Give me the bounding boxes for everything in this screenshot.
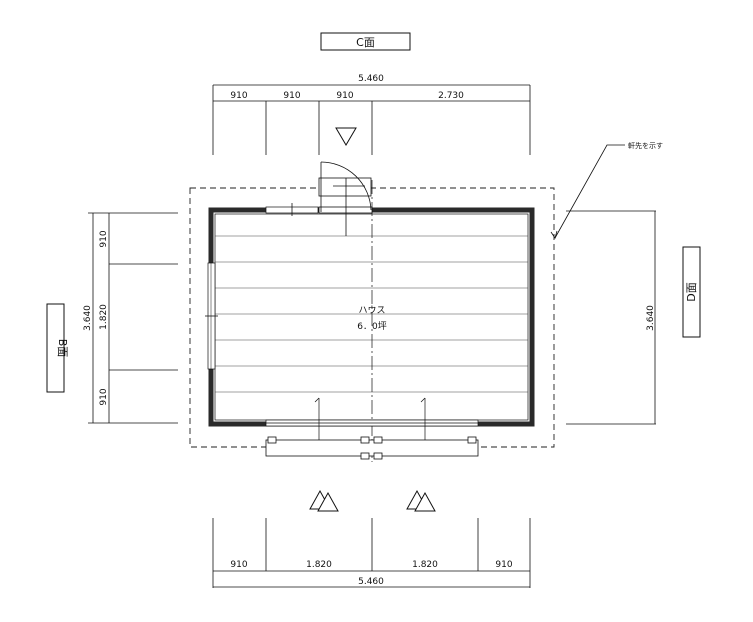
entry-step <box>265 436 479 460</box>
face-label-c: C面 <box>320 32 411 51</box>
bottom-dim-4: 910 <box>495 560 512 570</box>
left-total-dim: 3.640 <box>83 305 93 331</box>
eave-note: 軒先を示す <box>628 141 663 150</box>
view-arrow-c-icon <box>335 127 357 146</box>
eave-leader <box>550 144 625 239</box>
plank-lines <box>215 235 528 393</box>
right-total-dim: 3.640 <box>646 305 656 331</box>
top-dim-2: 910 <box>283 91 300 101</box>
face-label-c-text: C面 <box>356 36 375 49</box>
top-dimension <box>212 84 531 155</box>
face-label-d: D面 <box>682 246 701 338</box>
left-dim-1: 910 <box>99 230 109 247</box>
face-label-b-text: B面 <box>56 339 69 358</box>
top-dim-1: 910 <box>230 91 247 101</box>
left-dim-3: 910 <box>99 388 109 405</box>
room-name: ハウス <box>358 305 385 316</box>
top-window <box>265 203 319 216</box>
face-label-b: B面 <box>46 303 69 393</box>
bottom-dimension <box>212 518 531 588</box>
bottom-sliding-doors <box>265 397 479 447</box>
right-dimension <box>566 210 656 425</box>
view-arrow-a-left-icon <box>309 489 339 512</box>
top-dim-4: 2.730 <box>438 91 464 101</box>
left-window <box>205 262 218 370</box>
door <box>318 161 373 236</box>
bottom-dim-2: 1.820 <box>306 560 332 570</box>
bottom-total-dim: 5.460 <box>358 577 384 587</box>
room-area: 6．0坪 <box>357 321 386 332</box>
left-dim-2: 1.820 <box>99 304 109 330</box>
top-dim-3: 910 <box>336 91 353 101</box>
bottom-dim-1: 910 <box>230 560 247 570</box>
bottom-dim-3: 1.820 <box>412 560 438 570</box>
view-arrow-a-right-icon <box>406 489 436 512</box>
face-label-d-text: D面 <box>685 282 698 301</box>
top-total-dim: 5.460 <box>358 74 384 84</box>
left-dimension <box>88 212 178 424</box>
